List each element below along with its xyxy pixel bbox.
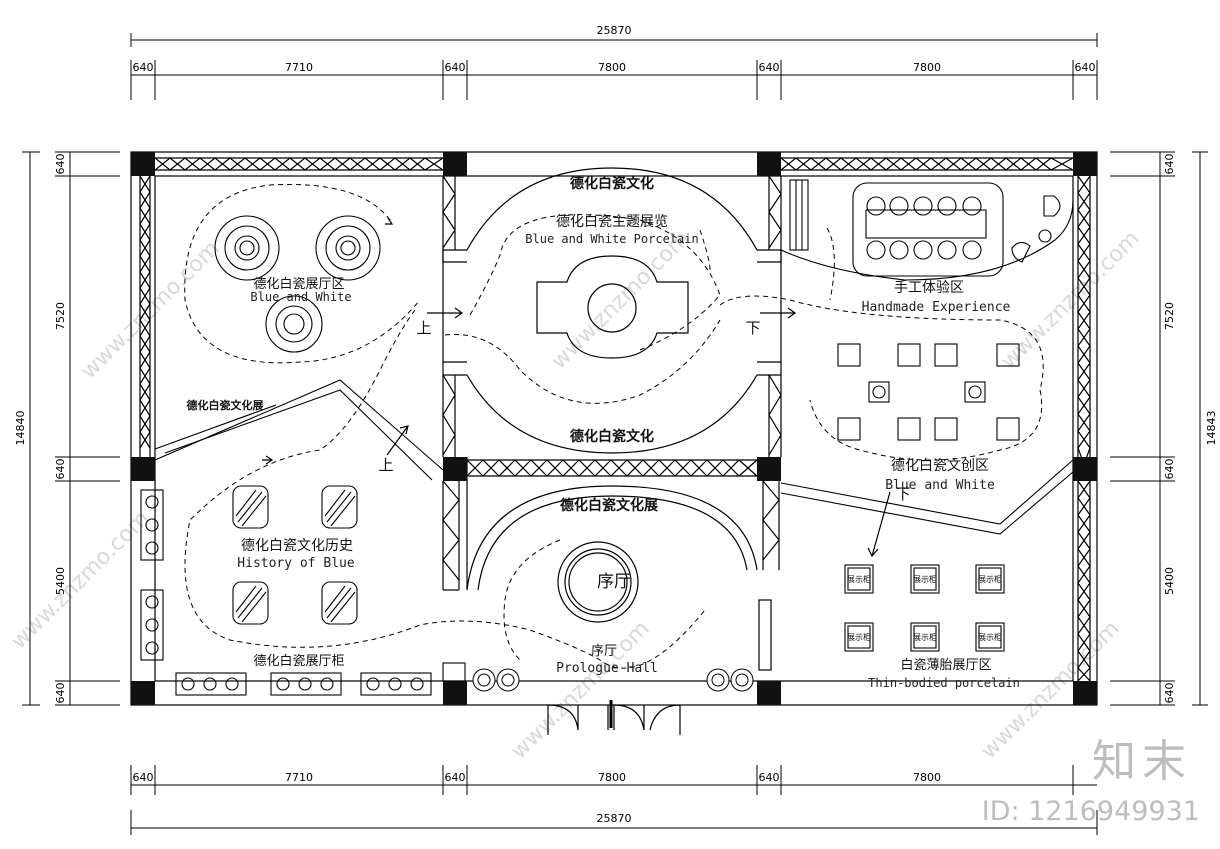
dim-bottom-seg: 7710 bbox=[285, 771, 313, 784]
down-label: 下 bbox=[895, 485, 910, 503]
culture-exhibit-label: 德化白瓷文化展 bbox=[560, 497, 658, 514]
dim-bottom-total: 25870 bbox=[597, 812, 632, 825]
exhibit-hall-en: Blue and White bbox=[250, 290, 351, 304]
dim-top-seg: 640 bbox=[445, 61, 466, 74]
dimension-lines bbox=[22, 33, 1208, 835]
dim-right-seg: 5400 bbox=[1163, 567, 1176, 595]
flow-arrows bbox=[262, 217, 891, 558]
showcase-label: 展示柜 bbox=[847, 574, 871, 584]
dim-top-seg: 7710 bbox=[285, 61, 313, 74]
cabinet-zh: 德化白瓷展厅柜 bbox=[253, 653, 344, 669]
dim-left-seg: 5400 bbox=[54, 567, 67, 595]
watermark-text: www.znzmo.com bbox=[7, 506, 155, 654]
dim-left-seg: 640 bbox=[54, 154, 67, 175]
dim-right-seg: 640 bbox=[1163, 154, 1176, 175]
dim-left-seg: 640 bbox=[54, 683, 67, 704]
theme-bottom-label: 德化白瓷文化 bbox=[570, 428, 654, 445]
dim-top-seg: 7800 bbox=[913, 61, 941, 74]
watermark-text: www.znzmo.com bbox=[507, 616, 655, 764]
dim-left-total: 14840 bbox=[14, 411, 27, 446]
columns bbox=[131, 152, 1097, 705]
dim-top-seg: 640 bbox=[759, 61, 780, 74]
foyer-center-label: 序厅 bbox=[597, 572, 631, 592]
showcase-label: 展示柜 bbox=[913, 632, 937, 642]
showcase-labels: 展示柜 展示柜 展示柜 展示柜 展示柜 展示柜 bbox=[847, 574, 1002, 642]
dim-right-seg: 640 bbox=[1163, 459, 1176, 480]
showcase-label: 展示柜 bbox=[847, 632, 871, 642]
creative-en: Blue and White bbox=[885, 478, 995, 493]
theme-room bbox=[442, 167, 782, 454]
dim-right-seg: 640 bbox=[1163, 683, 1176, 704]
image-id-watermark: ID: 1216949931 bbox=[981, 796, 1200, 827]
exhibit-hall-room bbox=[154, 215, 444, 481]
foyer-zh: 序厅 bbox=[591, 644, 617, 659]
up-label: 上 bbox=[378, 456, 393, 474]
dim-bottom-seg: 7800 bbox=[598, 771, 626, 784]
down-label: 下 bbox=[745, 319, 760, 337]
handmade-room bbox=[780, 179, 1074, 535]
dim-bottom-seg: 640 bbox=[445, 771, 466, 784]
dim-bottom-seg: 640 bbox=[133, 771, 154, 784]
prologue-room bbox=[466, 485, 758, 735]
dim-left-seg: 7520 bbox=[54, 302, 67, 330]
handmade-en: Handmade Experience bbox=[862, 300, 1011, 315]
showcase-label: 展示柜 bbox=[978, 632, 1002, 642]
dim-left-seg: 640 bbox=[54, 459, 67, 480]
culture-wall-label: 德化白瓷文化展 bbox=[186, 398, 265, 412]
handmade-zh: 手工体验区 bbox=[894, 280, 964, 296]
plant-icons bbox=[472, 668, 754, 692]
dim-bottom-seg: 640 bbox=[759, 771, 780, 784]
foyer-en: Prologue Hall bbox=[556, 661, 658, 676]
showcase-label: 展示柜 bbox=[913, 574, 937, 584]
labels: 德化白瓷展厅区 Blue and White 德化白瓷文化 德化白瓷主题展览 B… bbox=[186, 175, 1020, 690]
thin-room bbox=[844, 564, 1005, 652]
thin-zh: 白瓷薄胎展厅区 bbox=[900, 657, 991, 673]
history-room bbox=[140, 485, 466, 696]
showcase-label: 展示柜 bbox=[978, 574, 1002, 584]
thin-en: Thin-bodied porcelain bbox=[868, 676, 1020, 690]
dim-top-seg: 640 bbox=[1075, 61, 1096, 74]
theme-en: Blue and White Porcelain bbox=[525, 232, 698, 246]
dim-right-total: 14843 bbox=[1205, 411, 1218, 446]
exhibit-hall-zh: 德化白瓷展厅区 bbox=[253, 276, 344, 292]
dimension-texts: 25870 640 7710 640 7800 640 7800 640 640… bbox=[14, 24, 1218, 825]
dim-bottom-seg: 7800 bbox=[913, 771, 941, 784]
watermark-text: www.znzmo.com bbox=[77, 236, 225, 384]
theme-top-label: 德化白瓷文化 bbox=[570, 175, 654, 192]
history-en: History of Blue bbox=[237, 556, 355, 571]
circulation-paths bbox=[184, 183, 1044, 669]
up-label: 上 bbox=[416, 319, 431, 337]
theme-zh: 德化白瓷主题展览 bbox=[556, 214, 668, 230]
dim-top-seg: 7800 bbox=[598, 61, 626, 74]
creative-zh: 德化白瓷文创区 bbox=[891, 458, 989, 474]
history-zh: 德化白瓷文化历史 bbox=[241, 538, 353, 554]
brand-watermark: 知末 bbox=[1092, 736, 1192, 787]
watermark-text: www.znzmo.com bbox=[547, 226, 695, 374]
dim-top-total: 25870 bbox=[597, 24, 632, 37]
dim-right-seg: 7520 bbox=[1163, 302, 1176, 330]
dim-top-seg: 640 bbox=[133, 61, 154, 74]
